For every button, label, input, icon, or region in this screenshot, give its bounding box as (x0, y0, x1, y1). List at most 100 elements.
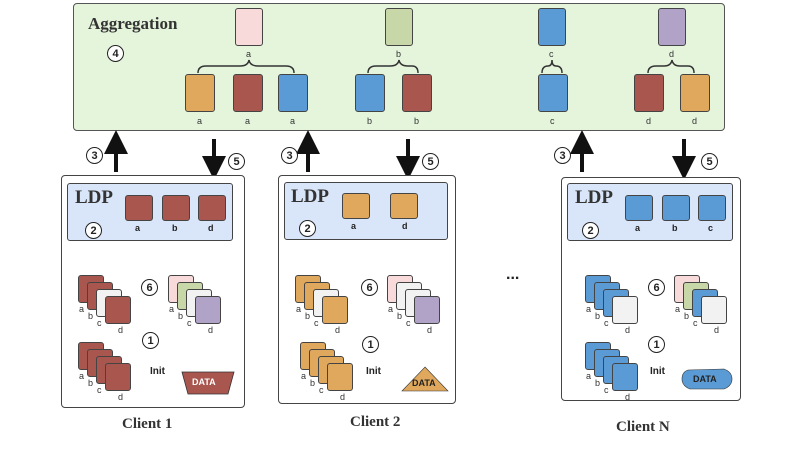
bottom-label: a (197, 116, 203, 126)
stack-label: d (625, 392, 631, 402)
stack-label: b (178, 311, 184, 321)
stack-label: c (187, 318, 192, 328)
data-label: DATA (693, 374, 717, 384)
stack-label: d (335, 325, 341, 335)
stack-label: c (604, 318, 609, 328)
init-label: Init (650, 366, 665, 377)
stack-label: d (118, 325, 124, 335)
init-stack-card (612, 363, 638, 391)
ldp-label: d (208, 223, 214, 233)
ldp-model-card (198, 195, 226, 221)
aggregated-model-a (235, 8, 263, 46)
init-label: Init (150, 366, 165, 377)
personalized-stack-card (701, 296, 727, 324)
client-n-label: Client N (616, 419, 670, 435)
top-label-d: d (669, 49, 675, 59)
ldp-model-card (390, 193, 418, 219)
client-model-a-orange (185, 74, 215, 112)
data-trapezoid-icon (181, 371, 235, 395)
stack-label: d (625, 325, 631, 335)
step-5-marker: 5 (701, 153, 718, 170)
ldp-label: c (708, 223, 714, 233)
step-2-marker: 2 (299, 220, 316, 237)
step-1-marker: 1 (648, 336, 665, 353)
top-label-c: c (549, 49, 554, 59)
data-label: DATA (412, 378, 436, 388)
ldp-label: b (672, 223, 678, 233)
stack-label: c (97, 318, 102, 328)
stack-label: d (427, 325, 433, 335)
aggregated-model-c (538, 8, 566, 46)
ldp-label: a (135, 223, 141, 233)
aggregated-model-b (385, 8, 413, 46)
model-stack-card (322, 296, 348, 324)
init-stack-card (327, 363, 353, 391)
data-triangle-icon (401, 366, 449, 392)
personalized-stack-card (414, 296, 440, 324)
stack-label: c (693, 318, 698, 328)
stack-label: c (604, 385, 609, 395)
ldp-model-card (162, 195, 190, 221)
stack-label: a (79, 304, 85, 314)
bottom-label: a (290, 116, 296, 126)
aggregated-model-d (658, 8, 686, 46)
stack-label: c (319, 385, 324, 395)
step-2-marker: 2 (582, 222, 599, 239)
ldp-title: LDP (291, 186, 329, 207)
stack-label: d (118, 392, 124, 402)
ldp-model-card (698, 195, 726, 221)
stack-label: a (388, 304, 394, 314)
bottom-label: b (414, 116, 420, 126)
bottom-label: d (692, 116, 698, 126)
stack-label: c (97, 385, 102, 395)
top-label-b: b (396, 49, 402, 59)
ldp-label: d (402, 221, 408, 231)
stack-label: d (340, 392, 346, 402)
model-stack-card (105, 296, 131, 324)
data-label: DATA (192, 377, 216, 387)
client-model-b-blue (355, 74, 385, 112)
step-3-marker: 3 (281, 147, 298, 164)
stack-label: a (586, 304, 592, 314)
data-blob-icon (681, 368, 733, 390)
step-3-marker: 3 (554, 147, 571, 164)
stack-label: a (301, 371, 307, 381)
step-2-marker: 2 (85, 222, 102, 239)
init-label: Init (366, 366, 381, 377)
ldp-title: LDP (75, 187, 113, 208)
client-model-d-orange (680, 74, 710, 112)
client-model-a-red (233, 74, 263, 112)
step-6-marker: 6 (141, 279, 158, 296)
client-model-b-red (402, 74, 432, 112)
ellipsis: ... (506, 266, 520, 283)
stack-label: b (88, 311, 94, 321)
step-1-marker: 1 (142, 332, 159, 349)
bottom-label: b (367, 116, 373, 126)
ldp-title: LDP (575, 187, 613, 208)
personalized-stack-card (195, 296, 221, 324)
ldp-label: a (351, 221, 357, 231)
ldp-model-card (125, 195, 153, 221)
stack-label: b (595, 378, 601, 388)
aggregation-title: Aggregation (88, 14, 178, 33)
step-6-marker: 6 (361, 279, 378, 296)
stack-label: b (595, 311, 601, 321)
bottom-label: c (550, 116, 555, 126)
ldp-label: a (635, 223, 641, 233)
top-label-a: a (246, 49, 252, 59)
stack-label: b (397, 311, 403, 321)
stack-label: c (314, 318, 319, 328)
step-5-marker: 5 (228, 153, 245, 170)
stack-label: a (296, 304, 302, 314)
stack-label: b (684, 311, 690, 321)
stack-label: a (169, 304, 175, 314)
stack-label: d (714, 325, 720, 335)
client-model-c-blue (538, 74, 568, 112)
stack-label: b (310, 378, 316, 388)
stack-label: b (305, 311, 311, 321)
stack-label: b (88, 378, 94, 388)
step-3-marker: 3 (86, 147, 103, 164)
client-2-label: Client 2 (350, 414, 401, 430)
ldp-model-card (625, 195, 653, 221)
